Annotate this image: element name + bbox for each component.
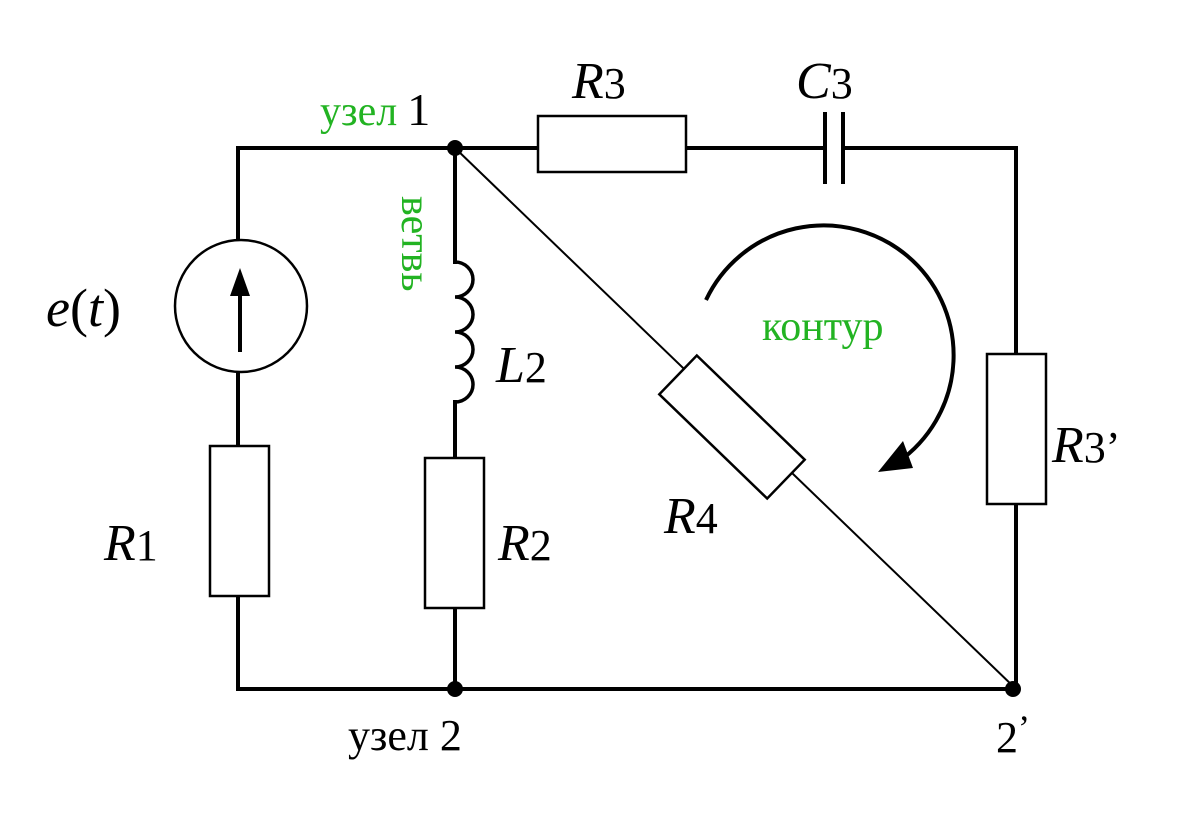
r3-index: 3 xyxy=(604,59,626,108)
branch-label: ветвь xyxy=(392,196,438,292)
r4-label: R4 xyxy=(663,488,718,545)
node-2-dot xyxy=(447,681,463,697)
source-label-close: ) xyxy=(103,278,121,338)
c3-index: 3 xyxy=(831,59,853,108)
node-1-number: 1 xyxy=(407,84,430,135)
r2-letter: R xyxy=(497,515,530,572)
r2-index: 2 xyxy=(530,521,552,570)
r4-index: 4 xyxy=(696,494,718,543)
loop-arrow-head xyxy=(878,441,913,472)
source-label-open: ( xyxy=(70,278,88,338)
capacitor-c3 xyxy=(823,112,845,184)
r3-letter: R xyxy=(571,53,604,110)
r3-label: R3 xyxy=(571,53,626,110)
resistor-r4 xyxy=(657,353,807,501)
resistor-r3-prime xyxy=(985,352,1048,506)
r4-letter: R xyxy=(663,488,696,545)
source-label-e: e xyxy=(46,278,70,338)
c3-letter: C xyxy=(796,53,832,110)
node-1-word: узел xyxy=(320,89,397,135)
r1-letter: R xyxy=(103,515,136,572)
l2-label: L2 xyxy=(495,337,547,394)
source-arrow-head xyxy=(230,268,250,296)
r2-label: R2 xyxy=(497,515,552,572)
voltage-source xyxy=(173,238,309,374)
loop-label: контур xyxy=(762,304,884,350)
loop-arc xyxy=(704,223,956,464)
inductor-l2 xyxy=(454,260,475,404)
resistor-r3 xyxy=(536,114,688,174)
source-label: e(t) xyxy=(46,278,121,338)
l2-letter: L xyxy=(495,337,525,394)
wires xyxy=(236,146,1018,691)
r3-prime-label: R3’ xyxy=(1051,417,1120,474)
node-2-prime-number: 2 xyxy=(996,713,1018,762)
node-2-prime-dot xyxy=(1005,681,1021,697)
loop-arrow xyxy=(704,223,956,472)
node-2-prime-mark: ’ xyxy=(1018,708,1030,748)
r1-label: R1 xyxy=(103,515,158,572)
r1-index: 1 xyxy=(136,521,158,570)
r3-prime-letter: R xyxy=(1051,417,1084,474)
node-2-prime-label: 2’ xyxy=(996,708,1030,762)
l2-index: 2 xyxy=(525,343,547,392)
resistor-r2 xyxy=(423,456,486,610)
r3-prime-index: 3’ xyxy=(1084,423,1121,472)
resistor-r1 xyxy=(208,444,271,598)
c3-label: C3 xyxy=(796,53,853,110)
node-2-label: узел 2 xyxy=(348,711,462,760)
node-1-dot xyxy=(447,140,463,156)
source-label-t: t xyxy=(88,278,105,338)
